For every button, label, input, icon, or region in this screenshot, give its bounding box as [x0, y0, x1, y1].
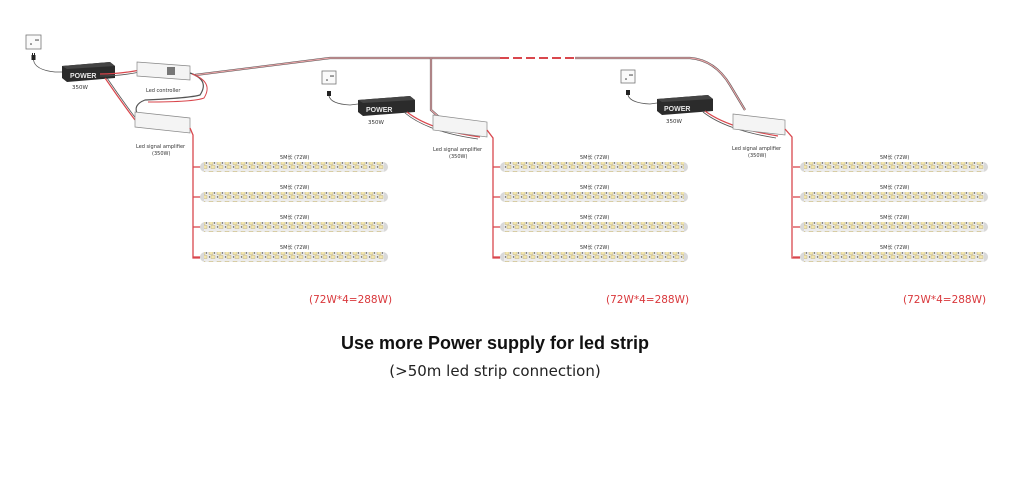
strip-leds: [504, 252, 684, 262]
group-3: POWER 350W Led signal amplifier (350W) 5…: [620, 69, 988, 262]
strip-label: 5M长 (72W): [280, 214, 309, 221]
wall-outlet-icon: [25, 34, 42, 50]
group-1: POWER 350W Led controller Led signal amp…: [25, 34, 388, 262]
group-1-total-wattage: (72W*4=288W): [309, 294, 393, 306]
led-strip: 5M长 (72W): [793, 214, 988, 232]
strip-leds: [204, 162, 384, 172]
led-strip: 5M长 (72W): [193, 154, 388, 172]
strip-leds: [504, 222, 684, 232]
group-2-total-wattage: (72W*4=288W): [606, 294, 690, 306]
amplifier-rating: (350W): [449, 154, 467, 160]
signal-amplifier: Led signal amplifier (350W): [732, 113, 786, 159]
signal-amplifier: Led signal amplifier (350W): [432, 114, 488, 160]
strip-leds: [804, 252, 984, 262]
main-bus-wire: [194, 56, 746, 119]
strip-group: 5M长 (72W) 5M长 (72W) 5M长 (72W) 5M长 (72W): [193, 154, 388, 262]
strip-label: 5M长 (72W): [880, 184, 909, 191]
strip-leds: [804, 192, 984, 202]
strip-group: 5M长 (72W) 5M长 (72W) 5M长 (72W) 5M长 (72W): [493, 154, 688, 262]
signal-amplifier: Led signal amplifier (350W): [134, 111, 191, 157]
wall-outlet-icon: [321, 70, 337, 85]
strip-label: 5M长 (72W): [880, 244, 909, 251]
amplifier-label: Led signal amplifier: [136, 144, 186, 150]
amplifier-label: Led signal amplifier: [433, 147, 483, 153]
power-supply: POWER 350W: [358, 96, 415, 126]
power-supply-label: POWER: [70, 73, 96, 80]
led-strip: 5M长 (72W): [193, 244, 388, 262]
controller-label: Led controller: [146, 88, 181, 94]
led-strip: 5M长 (72W): [193, 214, 388, 232]
strip-label: 5M长 (72W): [580, 184, 609, 191]
group-3-total-wattage: (72W*4=288W): [903, 294, 987, 306]
power-supply-label: POWER: [664, 106, 690, 113]
strip-leds: [204, 222, 384, 232]
strip-leds: [504, 192, 684, 202]
amplifier-label: Led signal amplifier: [732, 146, 782, 152]
power-supply: POWER 350W: [62, 62, 115, 91]
strip-label: 5M长 (72W): [580, 244, 609, 251]
power-supply-rating: 350W: [666, 119, 682, 125]
led-strip: 5M长 (72W): [493, 214, 688, 232]
led-strip: 5M长 (72W): [193, 184, 388, 202]
wall-outlet-icon: [620, 69, 636, 84]
led-strip: 5M长 (72W): [493, 244, 688, 262]
strip-leds: [204, 252, 384, 262]
plug-icon: [327, 91, 359, 106]
led-strip: 5M长 (72W): [793, 244, 988, 262]
led-strip: 5M长 (72W): [493, 184, 688, 202]
diagram-title: Use more Power supply for led strip: [340, 333, 650, 353]
led-strip: 5M长 (72W): [793, 184, 988, 202]
power-supply-label: POWER: [366, 107, 392, 114]
strip-label: 5M长 (72W): [580, 154, 609, 161]
amplifier-rating: (350W): [152, 151, 170, 157]
power-supply-rating: 350W: [368, 120, 384, 126]
power-supply: POWER 350W: [657, 95, 713, 125]
strip-label: 5M长 (72W): [280, 184, 309, 191]
amplifier-rating: (350W): [748, 153, 766, 159]
strip-label: 5M长 (72W): [580, 214, 609, 221]
power-supply-rating: 350W: [72, 85, 88, 91]
strip-label: 5M长 (72W): [880, 214, 909, 221]
plug-icon: [31, 53, 63, 73]
strip-label: 5M长 (72W): [280, 154, 309, 161]
strip-leds: [804, 222, 984, 232]
strip-group: 5M长 (72W) 5M长 (72W) 5M长 (72W) 5M长 (72W): [793, 154, 988, 262]
strip-label: 5M长 (72W): [880, 154, 909, 161]
strip-leds: [804, 162, 984, 172]
strip-leds: [204, 192, 384, 202]
strip-leds: [504, 162, 684, 172]
group-2: POWER 350W Led signal amplifier (350W) 5…: [321, 70, 688, 262]
diagram-subtitle: (>50m led strip connection): [389, 362, 601, 380]
strip-label: 5M长 (72W): [280, 244, 309, 251]
led-controller: Led controller: [136, 61, 191, 94]
plug-icon: [626, 90, 658, 105]
led-strip: 5M长 (72W): [793, 154, 988, 172]
led-strip: 5M长 (72W): [493, 154, 688, 172]
